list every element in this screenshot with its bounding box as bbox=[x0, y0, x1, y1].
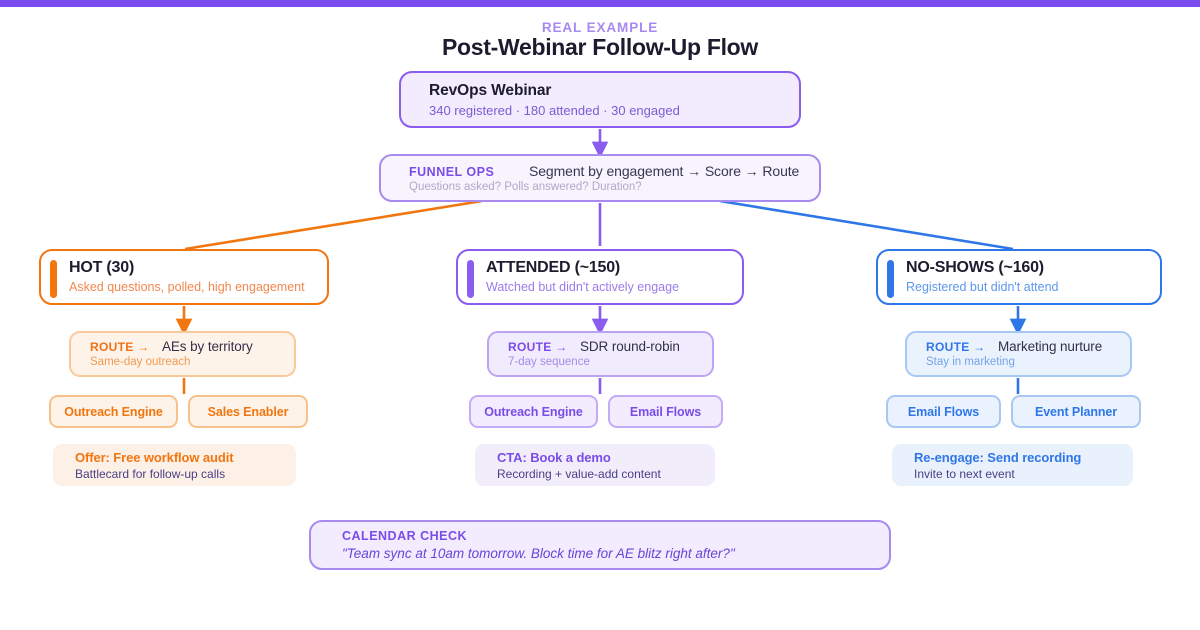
segment-title-noshows: NO-SHOWS (~160) bbox=[906, 259, 1044, 276]
tool-chip-noshows-2[interactable]: Event Planner bbox=[1011, 395, 1141, 428]
segment-card-noshows[interactable]: NO-SHOWS (~160) Registered but didn't at… bbox=[876, 249, 1162, 305]
calendar-check-quote: "Team sync at 10am tomorrow. Block time … bbox=[342, 546, 735, 561]
tool-chip-hot-2[interactable]: Sales Enabler bbox=[188, 395, 308, 428]
route-sub-hot: Same-day outreach bbox=[90, 356, 191, 368]
segment-accent-bar-hot bbox=[50, 260, 57, 298]
outcome-panel-hot[interactable]: Offer: Free workflow audit Battlecard fo… bbox=[53, 444, 296, 486]
segment-accent-bar-attended bbox=[467, 260, 474, 298]
outcome-panel-attended[interactable]: CTA: Book a demo Recording + value-add c… bbox=[475, 444, 715, 486]
segment-title-attended: ATTENDED (~150) bbox=[486, 259, 621, 276]
route-sub-noshows: Stay in marketing bbox=[926, 356, 1015, 368]
route-card-noshows[interactable]: ROUTE → Marketing nurture Stay in market… bbox=[905, 331, 1132, 377]
outcome-panel-noshows[interactable]: Re-engage: Send recording Invite to next… bbox=[892, 444, 1133, 486]
segment-subtitle-noshows: Registered but didn't attend bbox=[906, 280, 1059, 294]
route-tag-hot: ROUTE → bbox=[90, 340, 150, 354]
segment-subtitle-hot: Asked questions, polled, high engagement bbox=[69, 280, 305, 294]
funnel-ops-sub: Questions asked? Polls answered? Duratio… bbox=[409, 181, 642, 193]
route-tag-noshows: ROUTE → bbox=[926, 340, 986, 354]
outcome-title-hot: Offer: Free workflow audit bbox=[75, 450, 234, 465]
page-title: Post-Webinar Follow-Up Flow bbox=[441, 34, 758, 60]
route-card-attended[interactable]: ROUTE → SDR round-robin 7-day sequence bbox=[487, 331, 714, 377]
segment-card-hot[interactable]: HOT (30) Asked questions, polled, high e… bbox=[39, 249, 329, 305]
route-tag-attended: ROUTE → bbox=[508, 340, 568, 354]
root-node-stats: 340 registered · 180 attended · 30 engag… bbox=[429, 103, 680, 118]
segment-subtitle-attended: Watched but didn't actively engage bbox=[486, 280, 680, 294]
top-accent-bar bbox=[0, 0, 1200, 7]
funnel-ops-card[interactable]: FUNNEL OPS Segment by engagement → Score… bbox=[379, 154, 821, 202]
route-main-attended: SDR round-robin bbox=[580, 339, 680, 354]
calendar-check-tag: CALENDAR CHECK bbox=[342, 529, 468, 543]
outcome-title-noshows: Re-engage: Send recording bbox=[914, 450, 1082, 465]
tool-chip-noshows-1[interactable]: Email Flows bbox=[886, 395, 1001, 428]
outcome-title-attended: CTA: Book a demo bbox=[497, 450, 611, 465]
route-main-noshows: Marketing nurture bbox=[998, 339, 1103, 354]
outcome-sub-noshows: Invite to next event bbox=[914, 467, 1015, 481]
connector-funnel-to-hot bbox=[184, 199, 483, 251]
funnel-ops-tag: FUNNEL OPS bbox=[409, 165, 495, 179]
outcome-sub-attended: Recording + value-add content bbox=[497, 467, 661, 481]
tool-chip-hot-1[interactable]: Outreach Engine bbox=[49, 395, 178, 428]
segment-title-hot: HOT (30) bbox=[69, 259, 135, 276]
outcome-sub-hot: Battlecard for follow-up calls bbox=[75, 467, 226, 481]
segment-card-attended[interactable]: ATTENDED (~150) Watched but didn't activ… bbox=[456, 249, 744, 305]
segment-accent-bar-noshows bbox=[887, 260, 894, 298]
route-main-hot: AEs by territory bbox=[162, 339, 253, 354]
route-sub-attended: 7-day sequence bbox=[508, 356, 590, 368]
tool-chip-attended-2[interactable]: Email Flows bbox=[608, 395, 723, 428]
route-card-hot[interactable]: ROUTE → AEs by territory Same-day outrea… bbox=[69, 331, 296, 377]
connector-funnel-to-noshows bbox=[719, 199, 1014, 251]
tool-chip-attended-1[interactable]: Outreach Engine bbox=[469, 395, 598, 428]
root-node-card[interactable]: RevOps Webinar 340 registered · 180 atte… bbox=[399, 71, 801, 128]
calendar-check-card[interactable]: CALENDAR CHECK "Team sync at 10am tomorr… bbox=[309, 520, 891, 570]
funnel-ops-main: Segment by engagement → Score → Route bbox=[529, 163, 800, 179]
root-node-title: RevOps Webinar bbox=[429, 82, 552, 99]
eyebrow-label: REAL EXAMPLE bbox=[541, 20, 659, 35]
